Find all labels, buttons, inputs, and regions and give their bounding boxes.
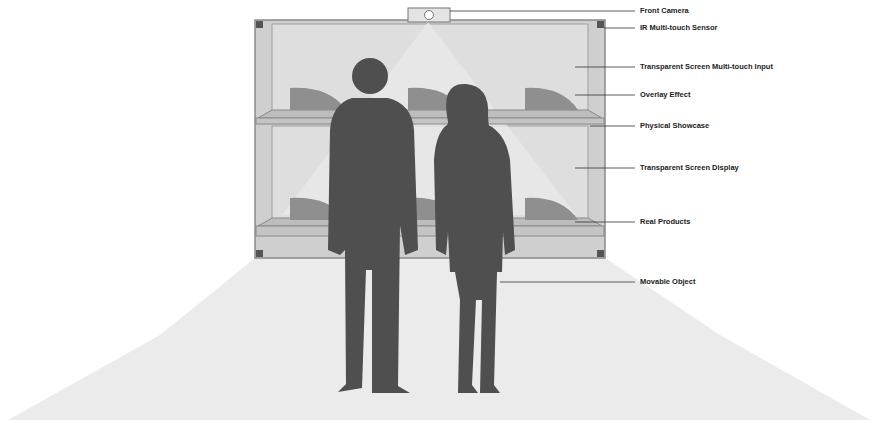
part-label: Movable Object — [640, 278, 695, 286]
physical-showcase — [255, 20, 605, 258]
part-label: Real Products — [640, 218, 690, 226]
front-camera — [408, 8, 450, 22]
leader-line — [590, 126, 635, 127]
camera-lens — [425, 11, 434, 20]
ir-sensor-corners — [256, 21, 604, 257]
people-silhouettes — [328, 58, 515, 393]
upper-shelf-edge — [256, 118, 604, 124]
leader-line — [604, 28, 635, 29]
floor-area — [8, 258, 870, 420]
part-label: Front Camera — [640, 7, 689, 15]
part-label: IR Multi-touch Sensor — [640, 24, 718, 32]
leader-line — [450, 11, 635, 12]
leader-line — [500, 282, 635, 283]
part-label: Transparent Screen Display — [640, 164, 739, 172]
part-label: Transparent Screen Multi-touch Input — [640, 63, 773, 71]
leader-line — [575, 168, 635, 169]
lower-shelf-edge — [256, 226, 604, 236]
part-label: Overlay Effect — [640, 91, 690, 99]
part-label: Physical Showcase — [640, 122, 709, 130]
upper-shelf — [258, 110, 602, 118]
leader-line — [575, 222, 635, 223]
leader-line — [575, 67, 635, 68]
leader-line — [575, 95, 635, 96]
